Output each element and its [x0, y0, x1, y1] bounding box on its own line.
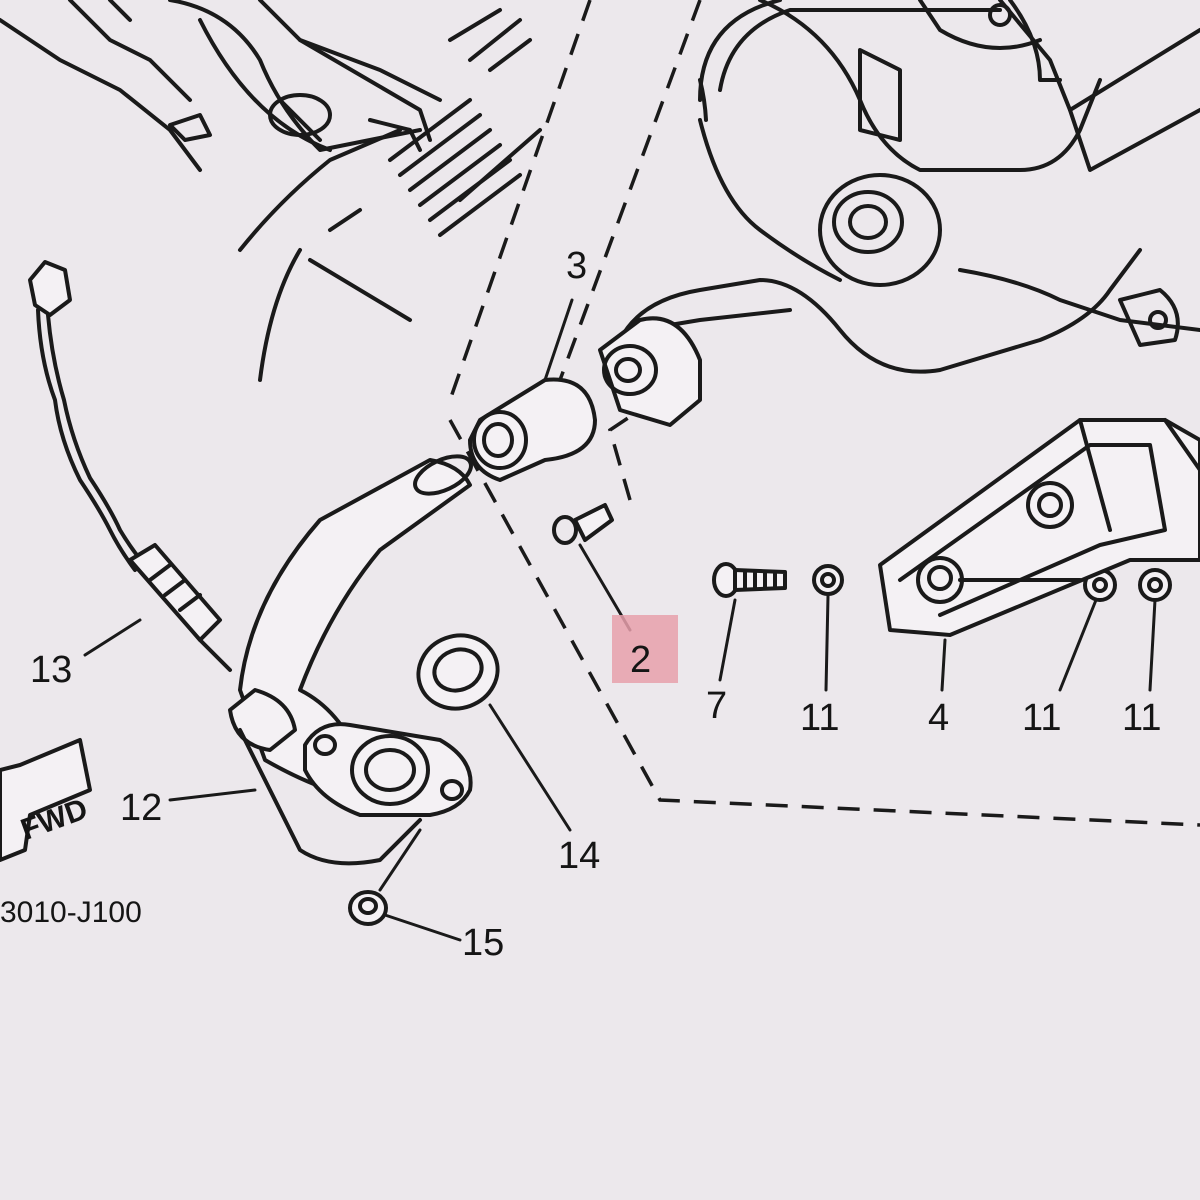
callout-4: 4 [928, 697, 949, 739]
callout-11-b: 11 [1022, 697, 1061, 739]
part-15-nut [348, 828, 462, 942]
callout-14: 14 [558, 835, 600, 877]
callout-2-highlight [612, 615, 678, 683]
frame-housing [0, 0, 542, 382]
part-7-bolt [712, 562, 787, 682]
part-14-seal [416, 633, 572, 832]
callout-13: 13 [30, 649, 72, 691]
pivot-clamp [598, 316, 702, 427]
swingarm-bracket [618, 0, 1200, 374]
flange-plate [303, 722, 473, 817]
callout-11-c: 11 [1122, 697, 1161, 739]
bolt-part-2 [552, 503, 614, 545]
callout-7: 7 [706, 685, 727, 727]
callout-12: 12 [120, 787, 162, 829]
callout-11-a: 11 [800, 697, 839, 739]
callout-15: 15 [462, 922, 504, 964]
leader-12 [168, 788, 257, 802]
assembly-dashed-lines [448, 0, 1200, 827]
callout-2: 2 [630, 639, 651, 681]
part-13-sensor-wire [28, 260, 232, 672]
fwd-arrow-marker: FWD [0, 738, 92, 862]
part-3-bushing [468, 298, 597, 482]
part-4-bracket [878, 418, 1200, 692]
callout-3: 3 [566, 245, 587, 287]
figure-code: 3010-J100 [0, 896, 142, 929]
